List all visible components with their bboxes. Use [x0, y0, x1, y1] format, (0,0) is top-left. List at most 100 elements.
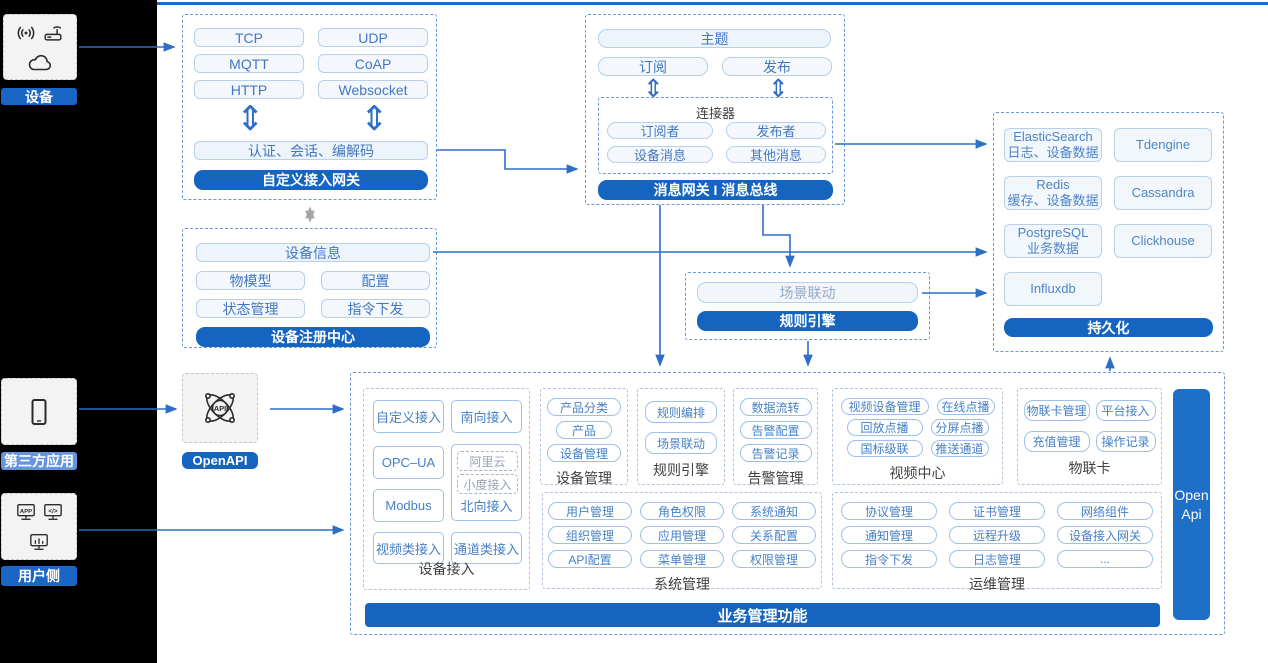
- openapi-atom-icon: API: [195, 383, 245, 433]
- persistence-title-text: 持久化: [1087, 319, 1130, 336]
- custom-gateway-title-bar: 自定义接入网关: [194, 170, 428, 190]
- modbus-button: Modbus: [373, 489, 444, 522]
- redis-cell: Redis 缓存、设备数据: [1004, 176, 1102, 210]
- double-arrow-icon: ⇕: [360, 99, 389, 139]
- opc-ua-text: OPC–UA: [381, 455, 436, 470]
- protocol-websocket-text: Websocket: [338, 81, 408, 98]
- device-access-gateway-button: 设备接入网关: [1057, 526, 1153, 544]
- device-icons-box: [3, 14, 77, 80]
- cassandra-cell: Cassandra: [1114, 176, 1212, 210]
- system-notice-button: 系统通知: [732, 502, 816, 520]
- remote-upgrade-button: 远程升级: [949, 526, 1045, 544]
- system-mgmt-label: 系统管理: [547, 574, 817, 596]
- more-button: ...: [1057, 550, 1153, 568]
- scene-linkage-button: 场景联动: [645, 432, 717, 454]
- other-message-text: 其他消息: [749, 148, 802, 163]
- log-mgmt-text: 日志管理: [972, 552, 1021, 567]
- connector-box: [598, 97, 833, 174]
- user-side-label-text: 用户侧: [18, 568, 60, 584]
- alarm-record-text: 告警记录: [751, 446, 800, 461]
- video-center-label-text: 视频中心: [889, 465, 946, 481]
- recharge-mgmt-text: 充值管理: [1032, 435, 1081, 449]
- alarm-record-button: 告警记录: [739, 444, 812, 462]
- platform-access-button: 平台接入: [1095, 400, 1156, 421]
- permission-mgmt-text: 权限管理: [749, 552, 798, 567]
- command-dispatch-ops-button: 指令下发: [841, 550, 937, 568]
- publisher-button: 发布者: [726, 122, 826, 139]
- command-dispatch-button: 指令下发: [321, 299, 430, 318]
- double-arrow-icon: ⇕: [768, 74, 789, 103]
- api-config-button: API配置: [548, 550, 632, 568]
- openapi-icon-box: API: [182, 373, 258, 443]
- notice-mgmt-button: 通知管理: [841, 526, 937, 544]
- relation-config-button: 关系配置: [732, 526, 816, 544]
- cloud-icon: [27, 53, 53, 73]
- northbound-access-box: 阿里云 小度接入 北向接入: [451, 444, 522, 521]
- tdengine-name: Tdengine: [1135, 137, 1191, 153]
- svg-text:API: API: [214, 404, 227, 413]
- top-accent-line: [157, 2, 1268, 5]
- log-mgmt-button: 日志管理: [949, 550, 1045, 568]
- elasticsearch-desc: 日志、设备数据: [1007, 145, 1099, 160]
- message-bus-box: [585, 14, 845, 205]
- channel-access-button: 通道类接入: [451, 532, 522, 564]
- influxdb-name: Influxdb: [1030, 281, 1076, 297]
- subscriber-button: 订阅者: [607, 122, 713, 139]
- device-message-button: 设备消息: [607, 146, 713, 163]
- business-title-text: 业务管理功能: [717, 607, 808, 625]
- ops-mgmt-label: 运维管理: [837, 574, 1157, 596]
- menu-mgmt-text: 菜单管理: [657, 552, 706, 567]
- tdengine-cell: Tdengine: [1114, 128, 1212, 162]
- rule-orchestration-button: 规则编排: [645, 401, 717, 423]
- alarm-group-label-text: 告警管理: [747, 470, 804, 486]
- third-party-label: 第三方应用: [1, 452, 77, 470]
- custom-access-button: 自定义接入: [373, 400, 444, 433]
- device-label-text: 设备: [25, 88, 53, 105]
- clickhouse-cell: Clickhouse: [1114, 224, 1212, 258]
- user-side-icons-box: APP </>: [1, 493, 77, 560]
- online-play-text: 在线点播: [941, 400, 990, 414]
- role-permission-text: 角色权限: [657, 504, 706, 519]
- persistence-title-bar: 持久化: [1004, 318, 1213, 337]
- broadcast-icon: [15, 22, 37, 44]
- code-window-icon: </>: [42, 502, 64, 522]
- custom-access-text: 自定义接入: [375, 410, 441, 425]
- device-mgmt-button: 设备管理: [547, 444, 621, 462]
- southbound-access-text: 南向接入: [460, 410, 513, 425]
- persistence-box: [993, 112, 1224, 352]
- video-center-group: 视频设备管理 在线点播 回放点播 分屏点播 国标级联 推送通道 视频中心: [832, 388, 1003, 485]
- xiaodu-access-button: 小度接入: [457, 474, 518, 494]
- video-device-mgmt-text: 视频设备管理: [848, 400, 921, 414]
- gb-cascade-text: 国标级联: [860, 442, 909, 456]
- publisher-text: 发布者: [756, 124, 796, 139]
- publish-text: 发布: [763, 58, 791, 75]
- protocol-mqtt-text: MQTT: [229, 55, 269, 72]
- postgresql-cell: PostgreSQL 业务数据: [1004, 224, 1102, 258]
- push-channel-button: 推送通道: [930, 440, 989, 457]
- system-mgmt-label-text: 系统管理: [654, 576, 710, 592]
- device-registry-title-bar: 设备注册中心: [196, 327, 430, 347]
- publish-button: 发布: [722, 57, 832, 76]
- subscribe-button: 订阅: [598, 57, 708, 76]
- device-info-bar: 设备信息: [196, 243, 430, 262]
- remote-upgrade-text: 远程升级: [972, 528, 1021, 543]
- redis-desc: 缓存、设备数据: [1007, 193, 1099, 208]
- device-registry-box: [182, 228, 437, 348]
- channel-access-text: 通道类接入: [453, 541, 519, 557]
- device-mgmt-text: 设备管理: [559, 446, 608, 461]
- chart-monitor-icon: [28, 532, 50, 552]
- xiaodu-access-text: 小度接入: [463, 477, 512, 492]
- playback-text: 回放点播: [860, 421, 909, 435]
- org-mgmt-button: 组织管理: [548, 526, 632, 544]
- modbus-text: Modbus: [385, 498, 432, 513]
- app-mgmt-button: 应用管理: [640, 526, 724, 544]
- rule-engine-group-label-text: 规则引擎: [653, 462, 709, 478]
- redis-name: Redis: [1036, 177, 1070, 193]
- device-label: 设备: [1, 88, 77, 105]
- user-mgmt-button: 用户管理: [548, 502, 632, 520]
- protocol-websocket: Websocket: [318, 80, 428, 99]
- protocol-http-text: HTTP: [230, 81, 268, 98]
- state-mgmt-text: 状态管理: [222, 300, 279, 317]
- business-box: [350, 372, 1225, 635]
- state-mgmt-button: 状态管理: [196, 299, 305, 318]
